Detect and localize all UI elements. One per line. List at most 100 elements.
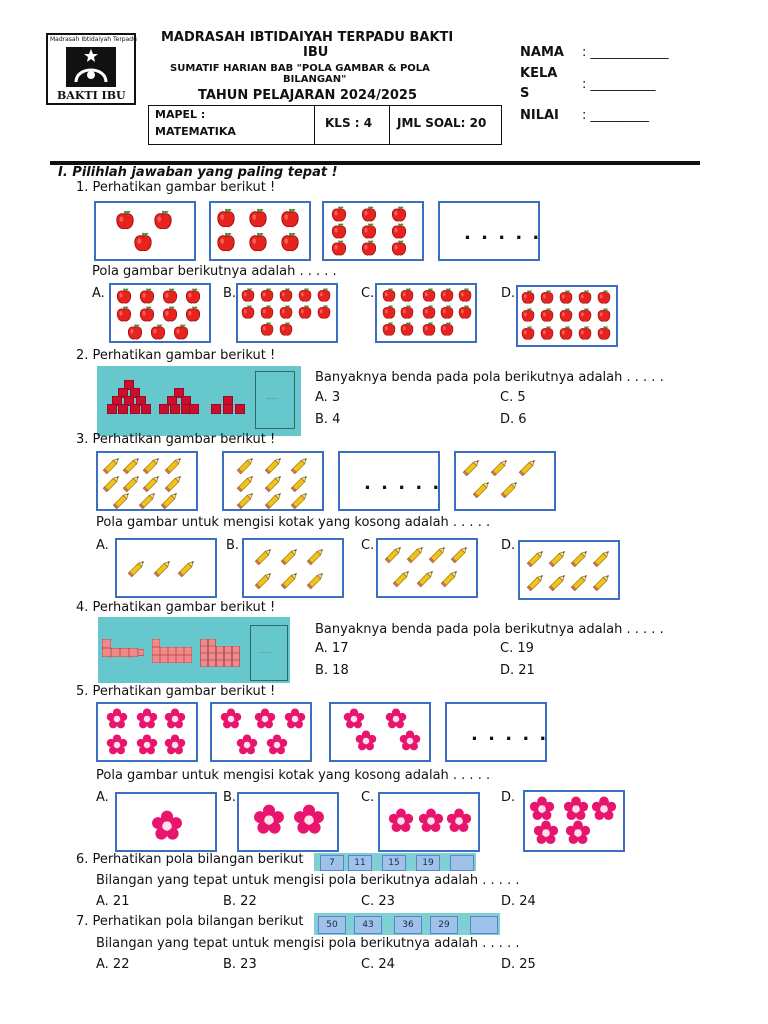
apple-icon	[360, 222, 378, 240]
pencil-icon	[592, 572, 612, 592]
q5-pattern-box-3	[329, 702, 431, 762]
q7-number-blank	[470, 916, 498, 934]
q7-prompt: 7. Perhatikan pola bilangan berikut	[76, 914, 304, 929]
kelas-field[interactable]: : __________	[582, 77, 656, 92]
apple-icon	[360, 239, 378, 257]
q1-label-d: D.	[501, 286, 516, 301]
pencil-icon	[264, 455, 284, 475]
q3-option-c[interactable]	[376, 538, 478, 598]
q5-option-d[interactable]	[523, 790, 625, 852]
q3-label-b: B.	[226, 538, 240, 553]
q4-choice-c[interactable]: C. 19	[500, 641, 534, 656]
apple-icon	[152, 209, 174, 231]
flower-icon	[591, 796, 617, 822]
pencil-icon	[490, 457, 510, 477]
logo-dome-icon	[74, 68, 108, 83]
apple-icon	[330, 205, 348, 223]
q3-pattern-box-1	[96, 451, 198, 511]
q6-choice-a[interactable]: A. 21	[96, 894, 130, 909]
q5-pattern-box-1	[96, 702, 198, 762]
q3-option-b[interactable]	[242, 538, 344, 598]
q5-option-a[interactable]	[115, 792, 217, 852]
flower-icon	[446, 808, 472, 834]
q3-blank-box: . . . . .	[338, 451, 440, 511]
pencil-icon	[280, 546, 300, 566]
q3-label-d: D.	[501, 538, 516, 553]
q1-option-b[interactable]	[236, 283, 338, 343]
kelas-label-2: S	[520, 86, 530, 101]
pencil-icon	[153, 558, 173, 578]
q1-label-b: B.	[223, 286, 237, 301]
apple-icon	[421, 287, 437, 303]
q4-choice-d[interactable]: D. 21	[500, 663, 535, 678]
q5-question: Pola gambar untuk mengisi kotak yang kos…	[96, 768, 491, 783]
pencil-icon	[500, 479, 520, 499]
apple-icon	[184, 287, 202, 305]
apple-icon	[596, 325, 612, 341]
school-year: TAHUN PELAJARAN 2024/2025	[198, 88, 418, 103]
apple-icon	[539, 325, 555, 341]
apple-icon	[439, 304, 455, 320]
nilai-field[interactable]: : _________	[582, 108, 650, 123]
q6-choice-c[interactable]: C. 23	[361, 894, 395, 909]
q7-choice-c[interactable]: C. 24	[361, 957, 395, 972]
apple-icon	[421, 304, 437, 320]
q3-option-d[interactable]	[518, 540, 620, 600]
q2-choice-b[interactable]: B. 4	[315, 412, 341, 427]
q3-prompt: 3. Perhatikan gambar berikut !	[76, 432, 276, 447]
q7-number-4: 29	[430, 916, 458, 934]
apple-icon	[457, 304, 473, 320]
pencil-icon	[472, 479, 492, 499]
flower-icon	[284, 708, 306, 730]
apple-icon	[558, 289, 574, 305]
apple-icon	[520, 325, 536, 341]
flower-icon	[385, 708, 407, 730]
pencil-icon	[450, 544, 470, 564]
q7-choice-d[interactable]: D. 25	[501, 957, 536, 972]
apple-icon	[381, 304, 397, 320]
q3-option-a[interactable]	[115, 538, 217, 598]
pencil-icon	[290, 455, 310, 475]
pencil-icon	[548, 572, 568, 592]
apple-icon	[132, 231, 154, 253]
flower-icon	[164, 708, 186, 730]
q5-option-c[interactable]	[378, 792, 480, 852]
apple-icon	[126, 323, 144, 341]
q4-choice-b[interactable]: B. 18	[315, 663, 349, 678]
nama-field[interactable]: : ____________	[582, 45, 669, 60]
apple-icon	[558, 307, 574, 323]
q2-choice-a[interactable]: A. 3	[315, 390, 341, 405]
logo-bottom-text: BAKTI IBU	[57, 89, 126, 102]
q2-pattern-image: ......	[97, 366, 301, 436]
flower-icon	[106, 708, 128, 730]
apple-icon	[278, 304, 294, 320]
apple-icon	[279, 231, 301, 253]
q6-choice-b[interactable]: B. 22	[223, 894, 257, 909]
q2-choice-d[interactable]: D. 6	[500, 412, 527, 427]
apple-icon	[381, 321, 397, 337]
flower-icon	[563, 796, 589, 822]
pencil-icon	[392, 568, 412, 588]
q1-option-d[interactable]	[516, 285, 618, 347]
q6-choice-d[interactable]: D. 24	[501, 894, 536, 909]
q3-question: Pola gambar untuk mengisi kotak yang kos…	[96, 515, 491, 530]
q6-number-4: 19	[416, 855, 440, 871]
q4-choice-a[interactable]: A. 17	[315, 641, 349, 656]
q1-option-c[interactable]	[375, 283, 477, 343]
q5-option-b[interactable]	[237, 792, 339, 852]
q4-question: Banyaknya benda pada pola berikutnya ada…	[315, 622, 664, 637]
q2-choice-c[interactable]: C. 5	[500, 390, 526, 405]
pencil-icon	[142, 455, 162, 475]
pencil-icon	[236, 490, 256, 510]
school-logo: Madrasah Ibtidaiyah Terpadu BAKTI IBU	[46, 33, 137, 105]
q7-choice-a[interactable]: A. 22	[96, 957, 130, 972]
q3-label-a: A.	[96, 538, 109, 553]
q2-question: Banyaknya benda pada pola berikutnya ada…	[315, 370, 664, 385]
q7-choice-b[interactable]: B. 23	[223, 957, 257, 972]
pencil-icon	[264, 490, 284, 510]
pencil-icon	[384, 544, 404, 564]
q1-option-a[interactable]	[109, 283, 211, 343]
tile-pattern-3	[200, 639, 240, 667]
header-divider	[50, 161, 700, 165]
q3-blank-dots: . . . . .	[364, 473, 442, 494]
